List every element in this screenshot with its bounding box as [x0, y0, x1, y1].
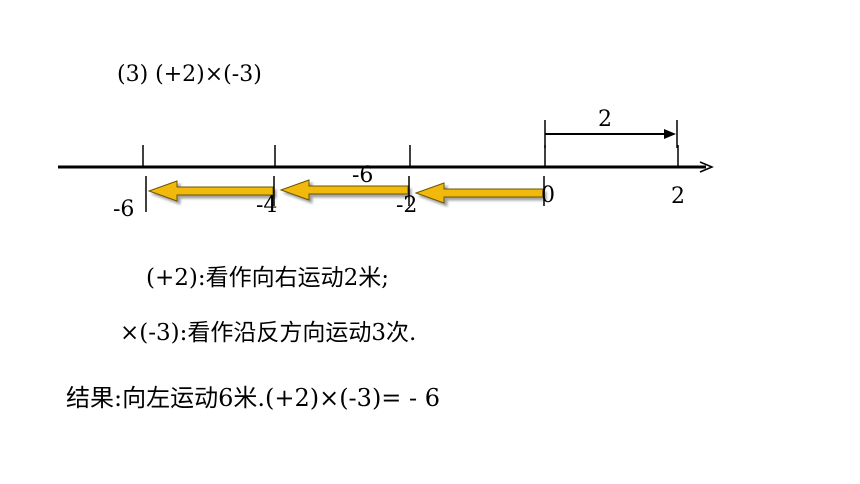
move-arrow-1 — [414, 182, 544, 204]
mid-label: -6 — [352, 163, 373, 188]
top-arrow-label: 2 — [598, 107, 612, 132]
tick-label-neg4: -4 — [256, 193, 277, 218]
move-arrow-3 — [147, 180, 274, 202]
tick-label-0: 0 — [541, 183, 555, 208]
tick-label-neg6: -6 — [113, 197, 134, 222]
explanation-line-1: (+2):看作向右运动2米; — [146, 265, 389, 291]
problem-heading: (3) (+2)×(-3) — [117, 62, 262, 87]
tick-label-2: 2 — [671, 184, 685, 209]
move-arrow-2 — [279, 179, 409, 201]
top-arrow-head — [664, 129, 676, 139]
explanation-line-2: ×(-3):看作沿反方向运动3次. — [120, 320, 417, 346]
axis-arrowhead — [699, 161, 714, 173]
result-line: 结果:向左运动6米.(+2)×(-3)= - 6 — [66, 384, 441, 412]
tick-label-neg2: -2 — [396, 193, 417, 218]
